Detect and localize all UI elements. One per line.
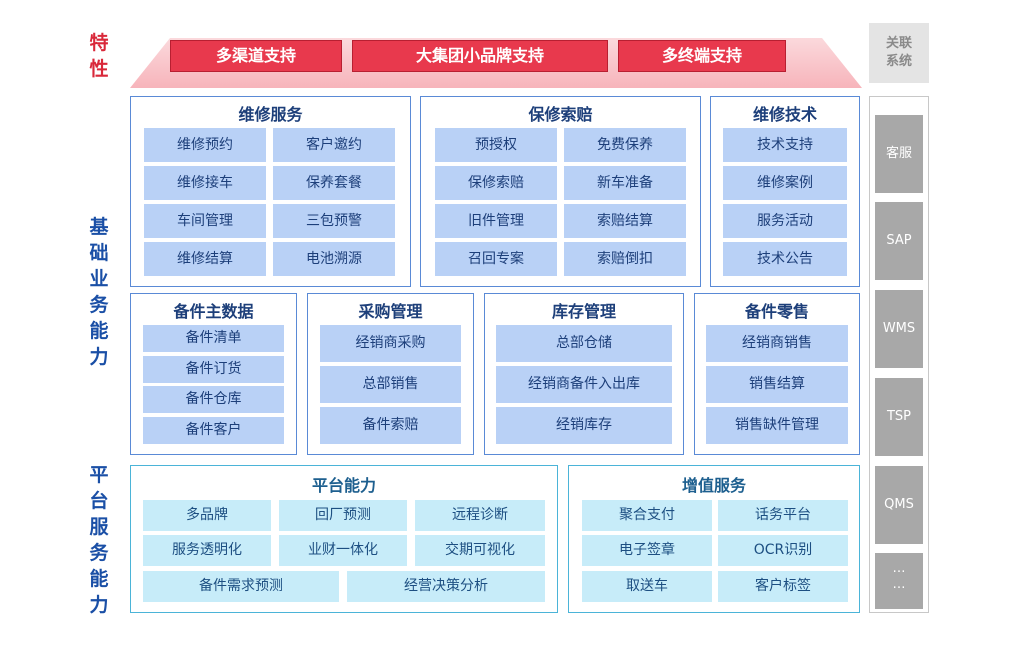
warranty-item: 索赔结算 — [564, 204, 686, 238]
inventory-item: 经销库存 — [496, 407, 672, 444]
features-label: 特性 — [89, 32, 109, 80]
value-added-item: 客户标签 — [718, 571, 848, 602]
panel-title: 维修服务 — [238, 105, 303, 124]
tech-item: 服务活动 — [723, 204, 847, 238]
related-system-item: WMS — [875, 290, 923, 368]
panel-title: 备件零售 — [744, 302, 809, 321]
repair-item: 电池溯源 — [273, 242, 395, 276]
purchase-item: 备件索赔 — [320, 407, 461, 444]
platform-item: 回厂预测 — [279, 500, 407, 531]
inventory-item: 经销商备件入出库 — [496, 366, 672, 403]
parts-retail-item: 销售结算 — [706, 366, 848, 403]
parts-master-item: 备件客户 — [143, 417, 284, 444]
warranty-item: 保修索赔 — [435, 166, 557, 200]
related-system-item: 客服 — [875, 115, 923, 193]
platform-item: 备件需求预测 — [143, 571, 339, 602]
parts-master-item: 备件仓库 — [143, 386, 284, 413]
repair-item: 维修预约 — [144, 128, 266, 162]
value-added-item: 取送车 — [582, 571, 712, 602]
panel-title: 备件主数据 — [173, 302, 254, 321]
feature-group-brand: 大集团小品牌支持 — [352, 40, 608, 72]
warranty-item: 免费保养 — [564, 128, 686, 162]
purchase-item: 经销商采购 — [320, 325, 461, 362]
value-added-item: 电子签章 — [582, 535, 712, 566]
platform-item: 多品牌 — [143, 500, 271, 531]
panel-title: 库存管理 — [551, 302, 616, 321]
repair-item: 维修接车 — [144, 166, 266, 200]
related-system-item: SAP — [875, 202, 923, 280]
platform-item: 业财一体化 — [279, 535, 407, 566]
value-added-item: OCR识别 — [718, 535, 848, 566]
purchase-item: 总部销售 — [320, 366, 461, 403]
repair-item: 保养套餐 — [273, 166, 395, 200]
repair-item: 客户邀约 — [273, 128, 395, 162]
base-business-label: 基础业务能力 — [89, 216, 109, 368]
warranty-item: 预授权 — [435, 128, 557, 162]
value-added-item: 话务平台 — [718, 500, 848, 531]
value-added-item: 聚合支付 — [582, 500, 712, 531]
parts-retail-item: 销售缺件管理 — [706, 407, 848, 444]
platform-item: 经营决策分析 — [347, 571, 545, 602]
warranty-item: 旧件管理 — [435, 204, 557, 238]
related-system-item: TSP — [875, 378, 923, 456]
platform-item: 远程诊断 — [415, 500, 545, 531]
tech-item: 技术支持 — [723, 128, 847, 162]
related-system-item: QMS — [875, 466, 923, 544]
platform-item: 交期可视化 — [415, 535, 545, 566]
parts-retail-item: 经销商销售 — [706, 325, 848, 362]
inventory-item: 总部仓储 — [496, 325, 672, 362]
platform-item: 服务透明化 — [143, 535, 271, 566]
repair-item: 车间管理 — [144, 204, 266, 238]
tech-item: 维修案例 — [723, 166, 847, 200]
related-systems-header: 关联系统 — [869, 23, 929, 83]
platform-service-label: 平台服务能力 — [89, 464, 109, 616]
feature-multi-terminal: 多终端支持 — [618, 40, 786, 72]
warranty-item: 索赔倒扣 — [564, 242, 686, 276]
parts-master-item: 备件订货 — [143, 356, 284, 383]
repair-item: 维修结算 — [144, 242, 266, 276]
related-system-more: …… — [875, 553, 923, 609]
parts-master-item: 备件清单 — [143, 325, 284, 352]
repair-item: 三包预警 — [273, 204, 395, 238]
panel-title: 平台能力 — [311, 476, 376, 495]
tech-item: 技术公告 — [723, 242, 847, 276]
panel-title: 增值服务 — [681, 476, 746, 495]
panel-title: 采购管理 — [358, 302, 423, 321]
panel-title: 维修技术 — [752, 105, 817, 124]
feature-multi-channel: 多渠道支持 — [170, 40, 342, 72]
panel-title: 保修索赔 — [528, 105, 593, 124]
warranty-item: 召回专案 — [435, 242, 557, 276]
warranty-item: 新车准备 — [564, 166, 686, 200]
